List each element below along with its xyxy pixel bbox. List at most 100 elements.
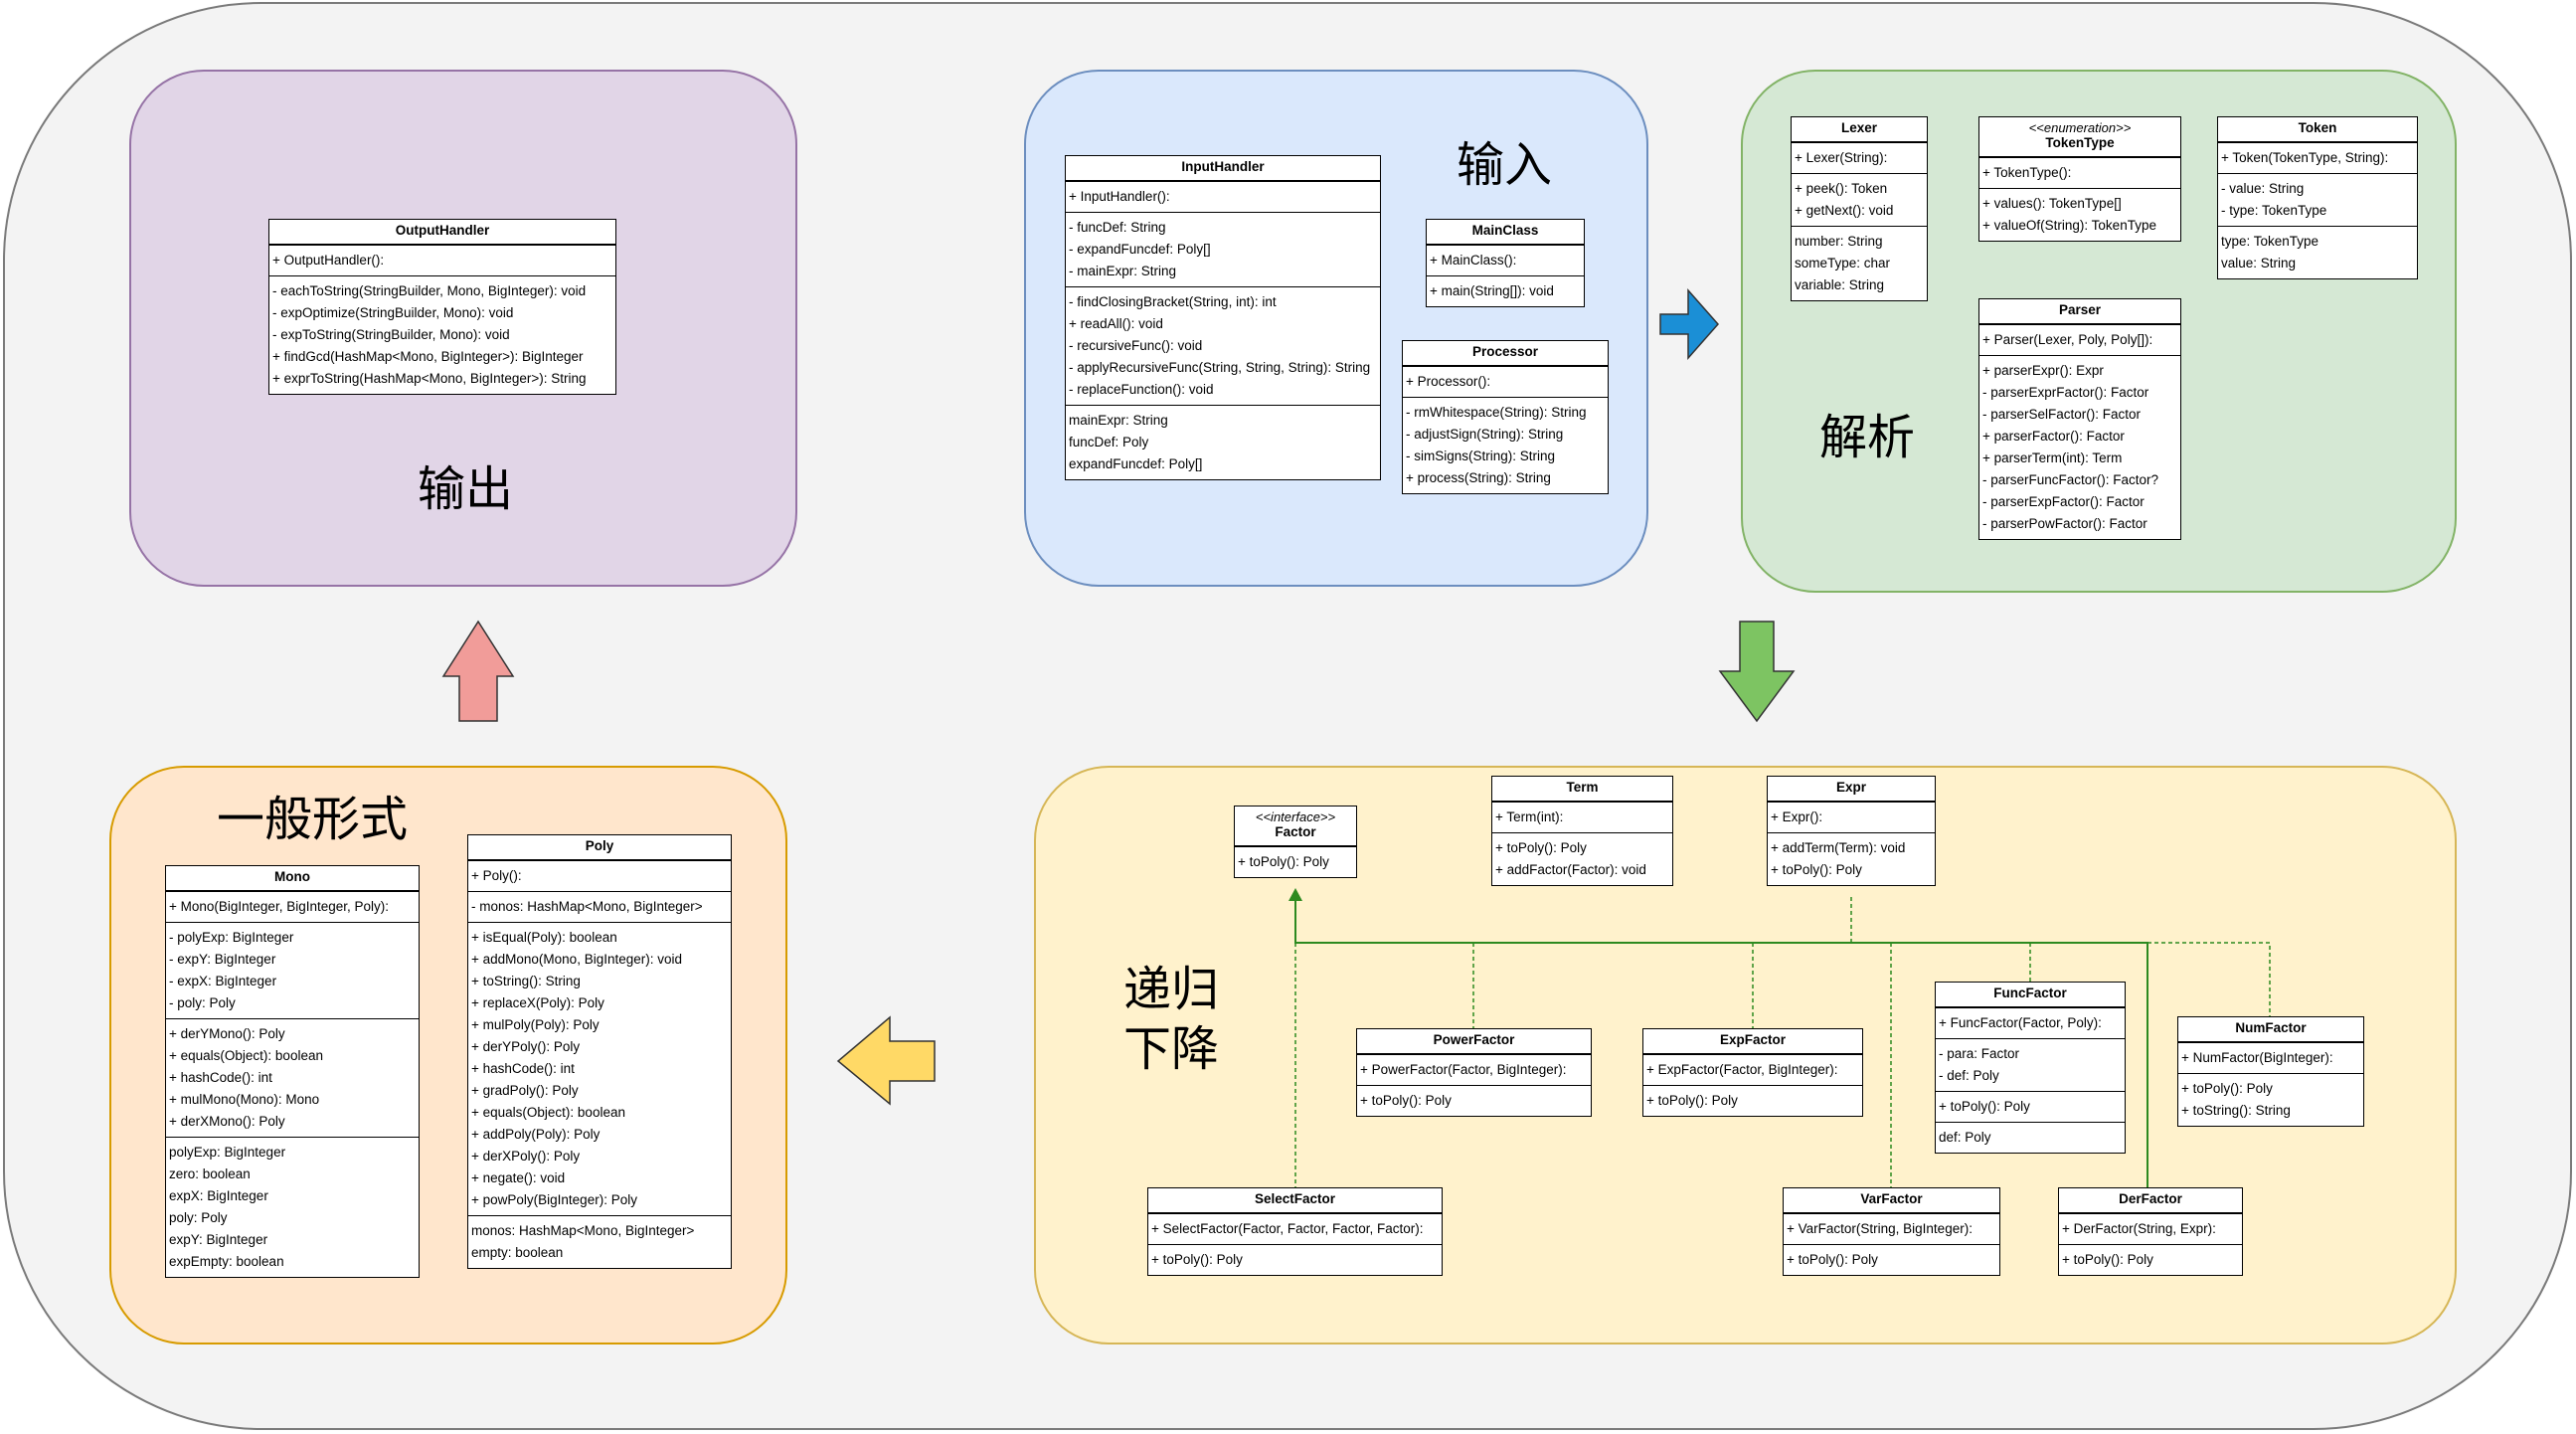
class-member: + addFactor(Factor): void bbox=[1495, 862, 1646, 877]
class-token: Token+ Token(TokenType, String):- value:… bbox=[2217, 116, 2418, 279]
class-mainclass: MainClass+ MainClass():+ main(String[]):… bbox=[1426, 219, 1585, 307]
class-funcfactor: FuncFactor+ FuncFactor(Factor, Poly):- p… bbox=[1935, 982, 2126, 1154]
class-member: - parserSelFactor(): Factor bbox=[1982, 407, 2142, 422]
class-section: - monos: HashMap<Mono, BigInteger> bbox=[468, 891, 731, 922]
class-section: + InputHandler(): bbox=[1066, 181, 1380, 212]
class-member: + equals(Object): boolean bbox=[471, 1105, 625, 1120]
class-factor: <<interface>>Factor+ toPoly(): Poly bbox=[1234, 806, 1357, 878]
class-member: + isEqual(Poly): boolean bbox=[471, 930, 617, 945]
class-expfactor: ExpFactor + ExpFactor(Factor, BigInteger)… bbox=[1642, 1028, 1863, 1117]
class-header: OutputHandler bbox=[269, 220, 615, 245]
class-member: + process(String): String bbox=[1406, 470, 1551, 485]
class-member: + PowerFactor(Factor, BigInteger): bbox=[1360, 1062, 1567, 1077]
class-name: MainClass bbox=[1471, 223, 1539, 238]
class-member: + toPoly(): Poly bbox=[1646, 1093, 1738, 1108]
class-section: - para: Factor- def: Poly bbox=[1936, 1038, 2125, 1091]
class-member: - expToString(StringBuilder, Mono): void bbox=[272, 327, 510, 342]
class-member: + TokenType(): bbox=[1982, 165, 2072, 180]
class-header: Lexer bbox=[1792, 117, 1927, 142]
class-member: expX: BigInteger bbox=[169, 1188, 268, 1203]
class-member: number: String bbox=[1795, 234, 1883, 249]
class-member: + parserFactor(): Factor bbox=[1982, 429, 2125, 444]
class-header: InputHandler bbox=[1066, 156, 1380, 181]
class-member: variable: String bbox=[1795, 277, 1885, 292]
class-member: + addMono(Mono, BigInteger): void bbox=[471, 952, 682, 967]
class-name: DerFactor bbox=[2119, 1191, 2182, 1206]
recursive-to-normal-arrow bbox=[836, 1015, 936, 1106]
class-section: + Term(int): bbox=[1492, 802, 1672, 832]
class-section: + addTerm(Term): void+ toPoly(): Poly bbox=[1768, 832, 1935, 885]
class-processor: Processor + Processor(): - rmWhitespace(St… bbox=[1402, 340, 1609, 494]
class-section: + ExpFactor(Factor, BigInteger): bbox=[1643, 1054, 1862, 1085]
class-member: + addPoly(Poly): Poly bbox=[471, 1127, 601, 1142]
class-term: Term + Term(int): + toPoly(): Poly+ addFac… bbox=[1491, 776, 1673, 886]
class-name: Parser bbox=[2058, 302, 2102, 317]
class-member: type: TokenType bbox=[2221, 234, 2319, 249]
class-member: + mulPoly(Poly): Poly bbox=[471, 1017, 600, 1032]
class-section: + SelectFactor(Factor, Factor, Factor, F… bbox=[1148, 1213, 1442, 1244]
class-header: NumFactor bbox=[2178, 1017, 2363, 1042]
class-member: + Term(int): bbox=[1495, 809, 1564, 824]
class-section: + Mono(BigInteger, BigInteger, Poly): bbox=[166, 891, 419, 922]
class-section: + toPoly(): Poly+ toString(): String bbox=[2178, 1073, 2363, 1126]
class-section: + parserExpr(): Expr- parserExprFactor()… bbox=[1979, 355, 2180, 539]
class-section: - findClosingBracket(String, int): int+ … bbox=[1066, 286, 1380, 405]
class-mono: Mono + Mono(BigInteger, BigInteger, Poly)… bbox=[165, 865, 420, 1278]
class-outputhandler: OutputHandler+ OutputHandler():- eachToS… bbox=[268, 219, 616, 395]
class-member: monos: HashMap<Mono, BigInteger> bbox=[471, 1223, 695, 1238]
class-member: - rmWhitespace(String): String bbox=[1406, 405, 1587, 420]
class-member: + toPoly(): Poly bbox=[1360, 1093, 1452, 1108]
class-section: + VarFactor(String, BigInteger): bbox=[1784, 1213, 1999, 1244]
class-name: ExpFactor bbox=[1719, 1032, 1787, 1047]
class-member: - adjustSign(String): String bbox=[1406, 427, 1564, 442]
class-header: Term bbox=[1492, 777, 1672, 802]
class-member: + peek(): Token bbox=[1795, 181, 1888, 196]
class-member: + Lexer(String): bbox=[1795, 150, 1888, 165]
label-normal-form: 一般形式 bbox=[217, 792, 409, 847]
class-member: expY: BigInteger bbox=[169, 1232, 268, 1247]
class-member: + derXPoly(): Poly bbox=[471, 1149, 581, 1164]
class-member: + DerFactor(String, Expr): bbox=[2062, 1221, 2216, 1236]
class-member: - def: Poly bbox=[1939, 1068, 1999, 1083]
class-member: + Processor(): bbox=[1406, 374, 1491, 389]
label-input: 输入 bbox=[1457, 137, 1553, 193]
class-tokentype: <<enumeration>>TokenType+ TokenType():+ … bbox=[1978, 116, 2181, 242]
class-section: + Processor(): bbox=[1403, 366, 1608, 397]
class-member: + mulMono(Mono): Mono bbox=[169, 1092, 320, 1107]
class-member: + toPoly(): Poly bbox=[1238, 854, 1329, 869]
class-member: + negate(): void bbox=[471, 1170, 566, 1185]
class-section: - rmWhitespace(String): String - adjustSi… bbox=[1403, 397, 1608, 493]
class-expr: Expr+ Expr():+ addTerm(Term): void+ toPo… bbox=[1767, 776, 1936, 886]
class-header: SelectFactor bbox=[1148, 1188, 1442, 1213]
class-member: - recursiveFunc(): void bbox=[1069, 338, 1203, 353]
class-member: + hashCode(): int bbox=[169, 1070, 272, 1085]
class-section: + toPoly(): Poly+ addFactor(Factor): voi… bbox=[1492, 832, 1672, 885]
class-header: Processor bbox=[1403, 341, 1608, 366]
class-member: + Mono(BigInteger, BigInteger, Poly): bbox=[169, 899, 390, 914]
class-member: - replaceFunction(): void bbox=[1069, 382, 1214, 397]
class-member: + ExpFactor(Factor, BigInteger): bbox=[1646, 1062, 1838, 1077]
class-name: Poly bbox=[585, 838, 614, 853]
class-member: - expX: BigInteger bbox=[169, 974, 277, 988]
dependency-line bbox=[2147, 942, 2271, 1016]
class-selectfactor: SelectFactor+ SelectFactor(Factor, Facto… bbox=[1147, 1187, 1443, 1276]
class-member: + NumFactor(BigInteger): bbox=[2181, 1050, 2333, 1065]
class-name: Mono bbox=[274, 869, 310, 884]
class-member: expEmpty: boolean bbox=[169, 1254, 284, 1269]
class-section: + toPoly(): Poly bbox=[1357, 1085, 1591, 1116]
class-member: + equals(Object): boolean bbox=[169, 1048, 323, 1063]
class-member: - monos: HashMap<Mono, BigInteger> bbox=[471, 899, 703, 914]
class-member: + Token(TokenType, String): bbox=[2221, 150, 2389, 165]
label-parse: 解析 bbox=[1819, 410, 1916, 465]
class-member: + VarFactor(String, BigInteger): bbox=[1787, 1221, 1973, 1236]
class-member: + toPoly(): Poly bbox=[1939, 1099, 2030, 1114]
class-inputhandler: InputHandler+ InputHandler():- funcDef: … bbox=[1065, 155, 1381, 480]
class-name: InputHandler bbox=[1181, 159, 1265, 174]
class-member: + derYMono(): Poly bbox=[169, 1026, 285, 1041]
class-section: + isEqual(Poly): boolean + addMono(Mono, … bbox=[468, 922, 731, 1215]
class-member: + MainClass(): bbox=[1430, 253, 1517, 268]
class-member: - eachToString(StringBuilder, Mono, BigI… bbox=[272, 283, 587, 298]
realization-line-main bbox=[1294, 897, 2148, 1187]
class-member: + toPoly(): Poly bbox=[2181, 1081, 2273, 1096]
